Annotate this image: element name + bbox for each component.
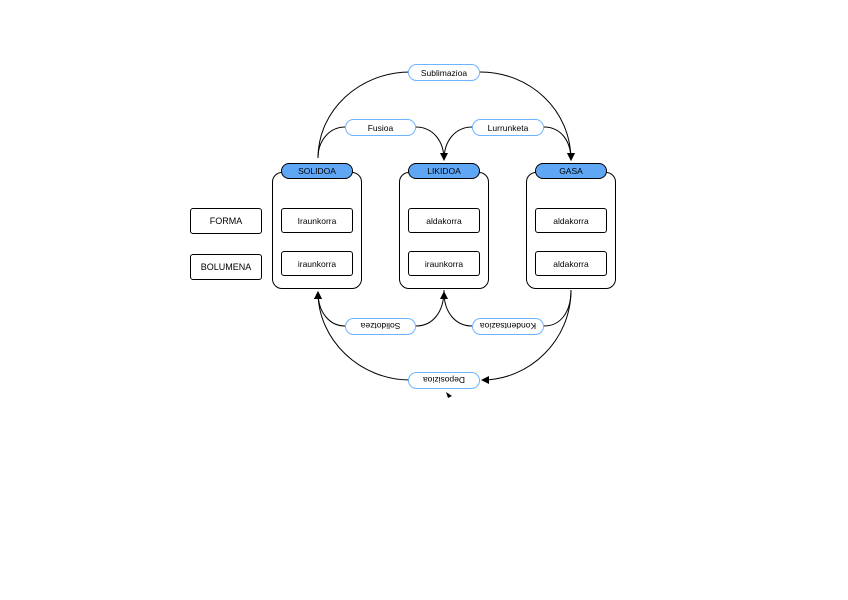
row-label-bolumena: BOLUMENA: [190, 254, 262, 280]
process-solidification: Solidotzea: [345, 318, 416, 335]
cell-likidoa-forma: aldakorra: [408, 208, 480, 233]
cell-gasa-bolumena: aldakorra: [535, 251, 607, 276]
arrow-vaporization: [443, 126, 571, 160]
arrow-sublimation: [317, 71, 571, 160]
process-fusion: Fusioa: [345, 119, 416, 136]
cell-solidoa-forma: Iraunkorra: [281, 208, 353, 233]
process-vaporization: Lurrunketa: [472, 119, 544, 136]
arrow-fusion: [317, 126, 444, 160]
cell-gasa-forma: aldakorra: [535, 208, 607, 233]
stray-arrowhead: [446, 392, 452, 398]
process-condensation: Kondentsazioa: [472, 318, 544, 335]
process-deposition: Deposizioa: [408, 372, 480, 389]
state-header-gasa: GASA: [535, 163, 607, 179]
process-sublimation: Sublimazioa: [408, 64, 480, 81]
cell-solidoa-bolumena: iraunkorra: [281, 251, 353, 276]
arrow-deposition-gas: [481, 289, 572, 384]
cell-likidoa-bolumena: iraunkorra: [408, 251, 480, 276]
state-header-solidoa: SOLIDOA: [281, 163, 353, 179]
arrow-deposition: [314, 291, 411, 381]
row-label-forma: FORMA: [190, 208, 262, 234]
state-header-likidoa: LIKIDOA: [408, 163, 480, 179]
